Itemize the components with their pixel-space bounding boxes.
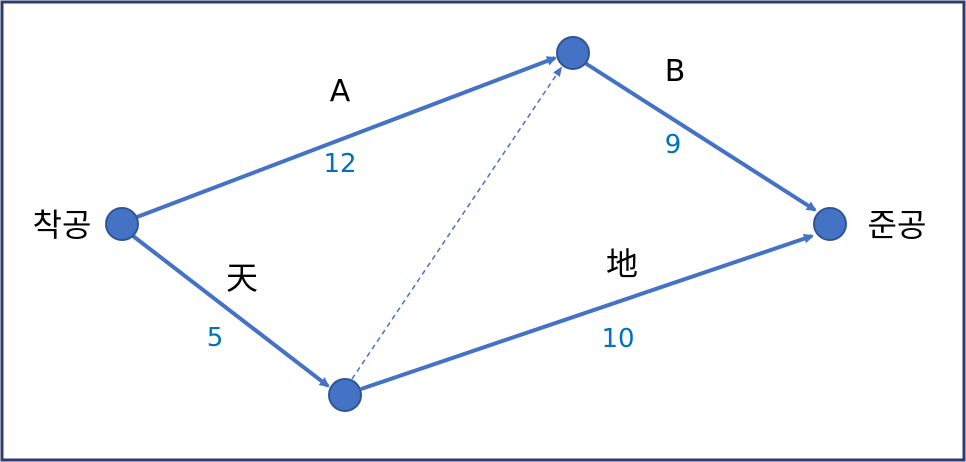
node-end [813, 207, 847, 241]
edge-earth [360, 233, 814, 391]
edge-b-duration: 9 [665, 130, 682, 160]
start-label: 착공 [33, 206, 92, 244]
edge-heaven [131, 234, 330, 388]
edge-heaven-duration: 5 [207, 323, 224, 353]
node-top [556, 36, 590, 70]
edge-b-name: B [665, 54, 686, 89]
edge-a-duration: 12 [323, 149, 356, 179]
end-label: 준공 [868, 206, 927, 244]
edge-a [136, 56, 557, 219]
node-start [105, 207, 139, 241]
edge-a-name: A [330, 74, 351, 109]
edge-earth-name: 地 [606, 245, 638, 283]
node-bottom [328, 378, 362, 412]
edge-earth-duration: 10 [601, 324, 634, 354]
edge-b [583, 61, 817, 212]
edge-heaven-name: 天 [226, 259, 258, 297]
